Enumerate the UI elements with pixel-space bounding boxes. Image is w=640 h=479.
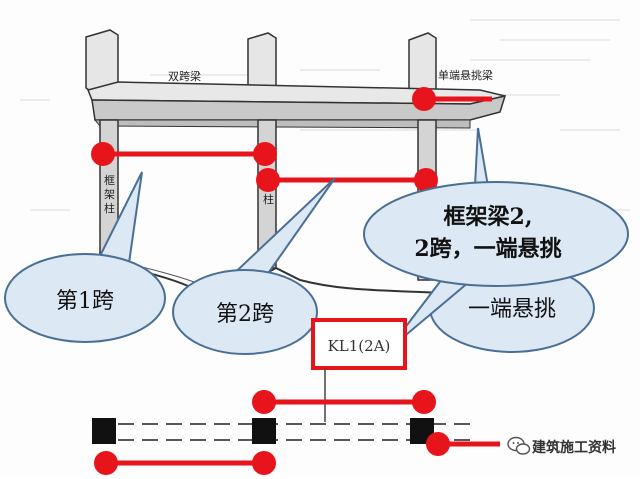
column-3-top [408,32,437,96]
watermark: 建筑施工资料 [507,436,616,456]
beam-code-box: KL1(2A) [311,318,407,422]
beam-code-frame [311,318,407,370]
frame-column-label-1b: 架 [104,188,115,201]
callout-frame-beam-bubble [363,181,629,287]
plan-span-1-end-dot [252,451,276,475]
plan-span-2-start-dot [252,390,276,414]
callout-span-1: 第1跨 [4,171,166,343]
plan-span-1-start-dot [94,451,118,475]
span-2-start-dot [256,168,280,192]
cantilever-dot [412,87,436,111]
span-1-start-dot [91,142,115,166]
plan-span-2-end-dot [412,390,436,414]
plan-column-1 [92,418,116,444]
one-end-cantilever-label: 一端悬挑 [468,297,556,322]
callout-span-2-bubble [172,269,318,355]
frame-beam-desc-line1: 框架梁2, [444,204,533,230]
wechat-icon [507,436,531,455]
double-span-beam-label: 双跨梁 [168,69,201,83]
single-cantilever-beam-label: 单端悬挑梁 [438,68,493,82]
background-scan-texture [20,19,630,211]
frame-column-label-1c: 柱 [104,201,115,215]
span-1-label: 第1跨 [56,289,114,314]
watermark-text: 建筑施工资料 [532,439,616,456]
callout-span-2-tail [222,177,336,283]
callout-frame-beam: 框架梁2, 2跨，一端悬挑 [363,181,629,351]
plan-column-2 [252,418,276,444]
frame-beam-desc-line2: 2跨，一端悬挑 [414,236,561,262]
span-2-end-dot [414,168,438,192]
beam-code-label: KL1(2A) [328,337,391,355]
callout-span-2: 第2跨 [172,177,336,355]
span-markers [91,87,492,192]
frame-column-label-1a: 框 [104,174,115,187]
beam-lower-ledge [93,119,471,129]
span-2-label: 第2跨 [216,302,274,327]
callout-span-1-bubble [4,253,166,343]
plan-cantilever-dot [426,432,450,456]
plan-view [92,390,500,475]
frame-column-label-2b: 柱 [263,192,274,206]
span-1-end-dot [253,142,277,166]
